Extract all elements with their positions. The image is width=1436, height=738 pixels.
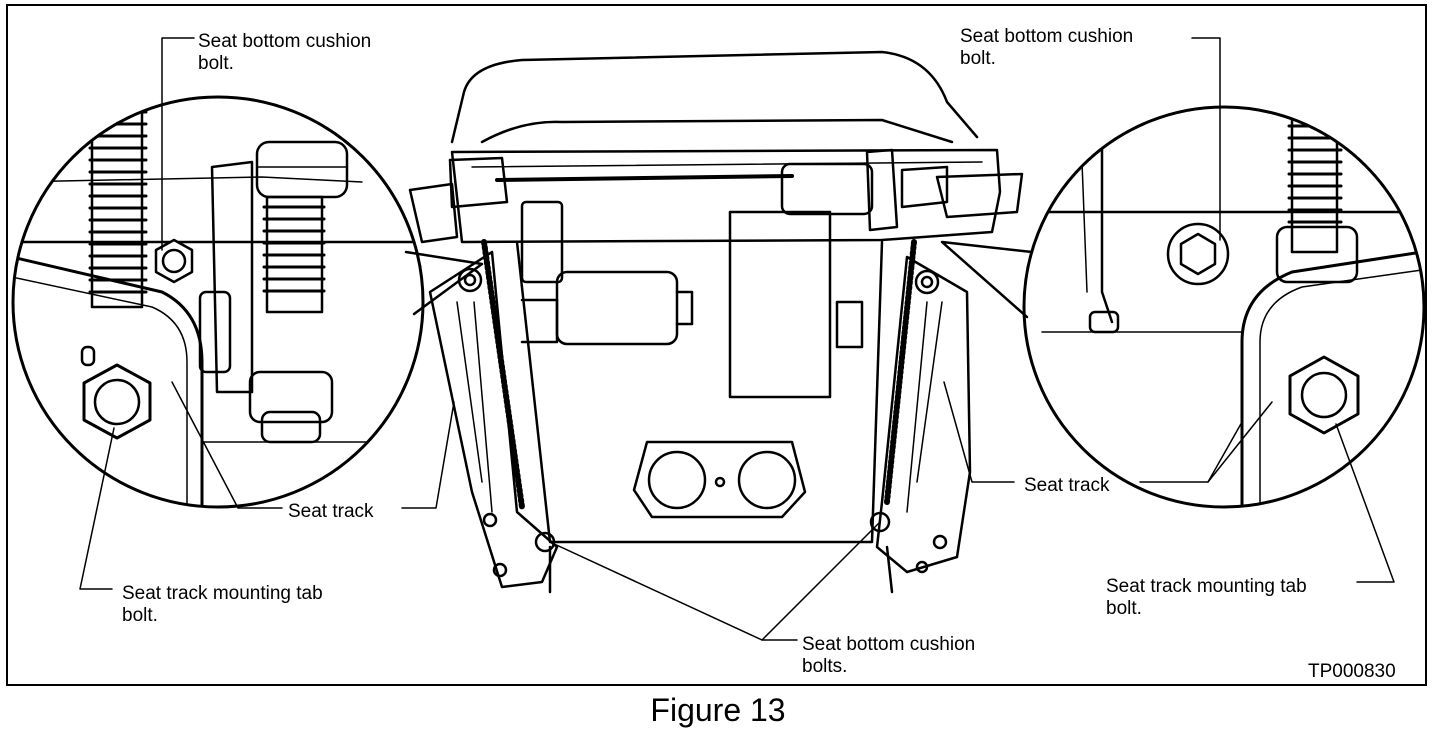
label-line: bolt. (198, 53, 234, 74)
label-left-cushion-bolt: Seat bottom cushion bolt. (198, 31, 371, 75)
center-seat-assembly (408, 50, 1024, 594)
label-right-seat-track: Seat track (1024, 475, 1110, 497)
label-left-mount-bolt: Seat track mounting tab bolt. (122, 583, 323, 627)
left-detail-view (11, 95, 484, 509)
label-right-mount-bolt: Seat track mounting tab bolt. (1106, 576, 1307, 620)
label-line: bolt. (1106, 598, 1142, 619)
label-line: Seat bottom cushion (802, 634, 976, 655)
label-left-seat-track: Seat track (288, 501, 374, 523)
label-line: bolt. (960, 48, 996, 69)
label-line: Seat track mounting tab (1106, 576, 1307, 597)
label-line: Seat track (1024, 475, 1110, 496)
figure-caption: Figure 13 (650, 692, 786, 728)
label-right-cushion-bolt: Seat bottom cushion bolt. (960, 26, 1133, 70)
label-line: bolts. (802, 656, 848, 677)
leader-lines (79, 37, 1395, 641)
label-line: bolt. (122, 605, 158, 626)
label-line: Seat track mounting tab (122, 583, 323, 604)
label-line: Seat bottom cushion (198, 31, 372, 52)
figure-frame: Seat bottom cushion bolt. Seat bottom cu… (6, 4, 1427, 686)
label-line: Seat track (288, 501, 374, 522)
reference-code: TP000830 (1308, 661, 1396, 682)
label-cushion-bolts: Seat bottom cushion bolts. (802, 634, 975, 678)
label-line: Seat bottom cushion (960, 26, 1134, 47)
seat-diagram (11, 37, 1425, 641)
right-detail-view (940, 105, 1425, 509)
